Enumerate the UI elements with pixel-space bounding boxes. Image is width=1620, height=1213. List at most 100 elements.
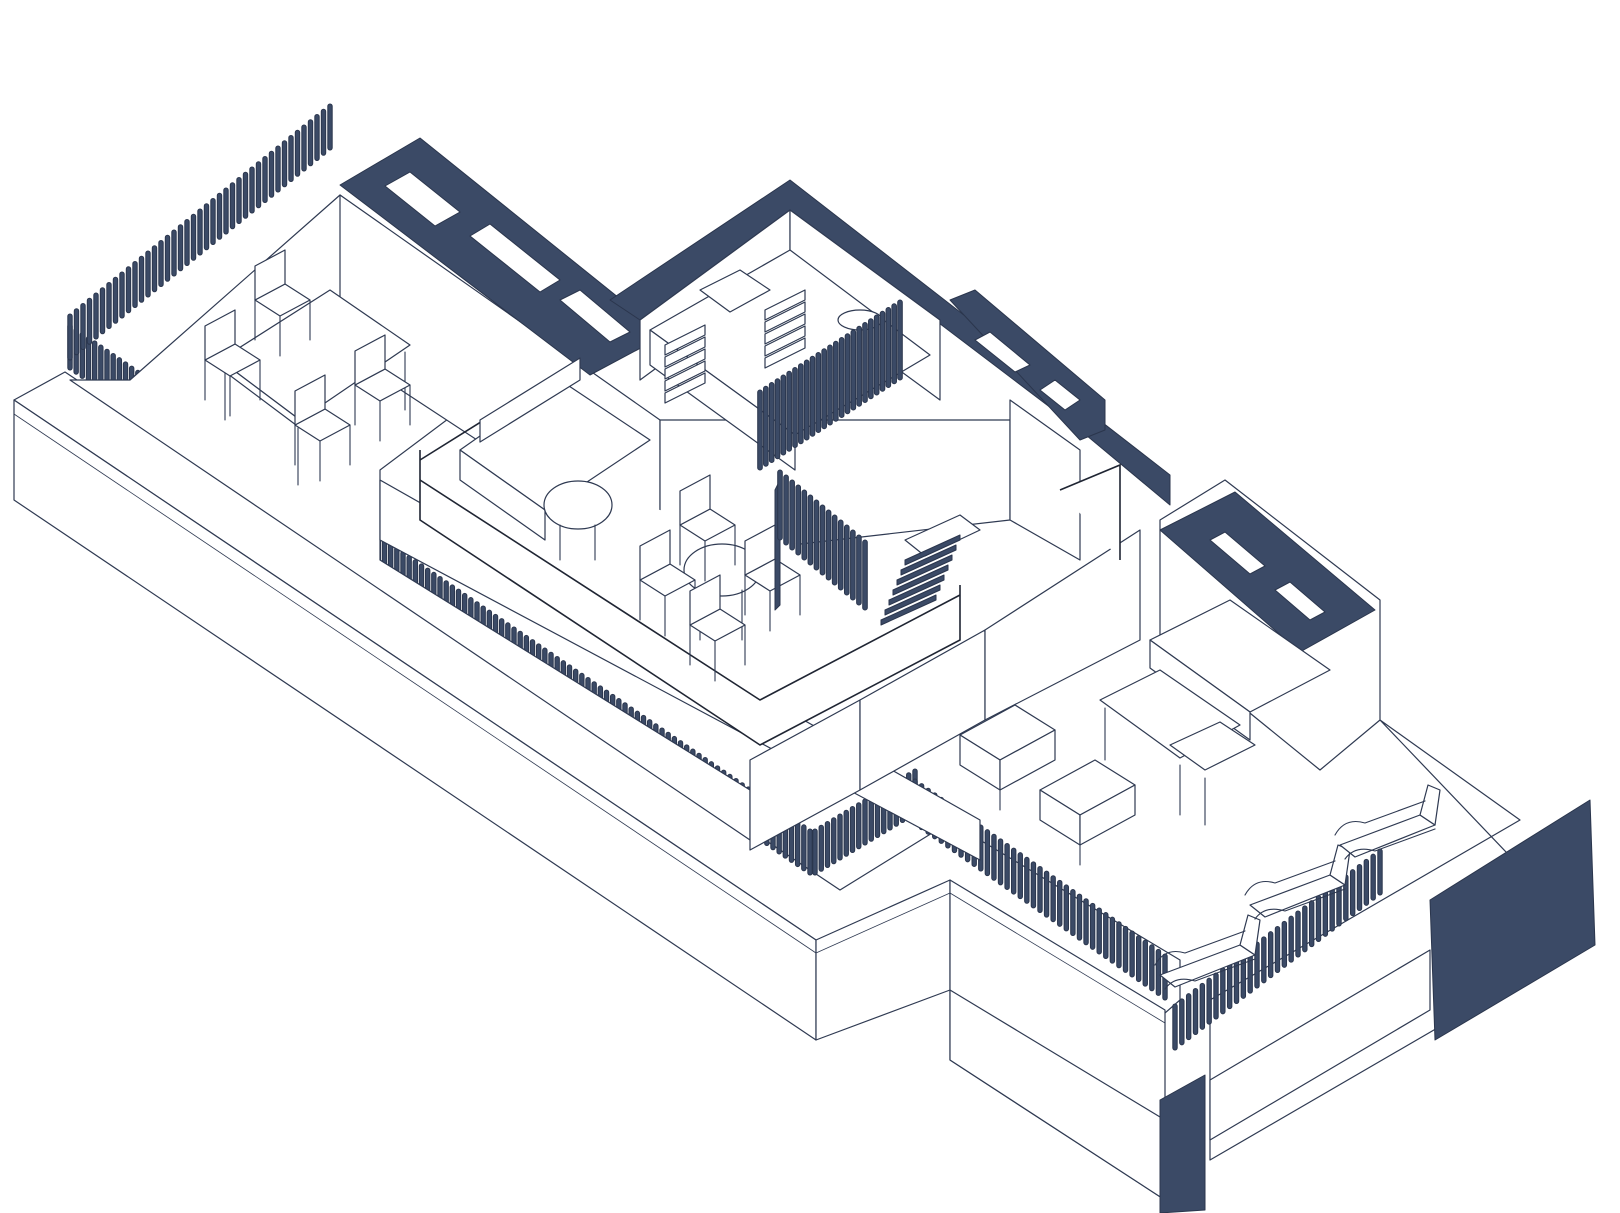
fence-picket [984,829,991,877]
fence-picket [249,166,255,214]
stair-step [896,554,953,586]
fence-picket [119,271,125,319]
stair-landing [904,514,981,557]
sink [699,269,771,313]
dining-chair-back [294,374,326,426]
side-table [543,480,613,530]
lounger-arm [1344,828,1436,860]
round-tables [543,474,801,682]
drawer [764,289,806,321]
fence-picket [803,359,810,441]
room-wall-right [1009,399,1081,561]
fence-picket [827,344,833,426]
stair-step [888,574,945,606]
fence-picket [801,824,807,872]
slab-ledge-line-3 [949,892,1166,1024]
fence-picket [897,299,903,381]
fence-picket [792,367,798,448]
cafe-chairs [639,474,801,682]
drawer [664,360,706,392]
fence-picket [125,266,132,314]
coffee-table-2 [1169,721,1256,771]
lounger-arm [1154,930,1246,966]
fence-picket [203,203,210,251]
fence-picket [1103,912,1109,960]
fence-picket [1192,988,1199,1035]
fence-picket [850,329,857,411]
fence-picket [106,282,112,329]
fence-picket [774,378,781,460]
fence-picket [1185,993,1192,1041]
privacy-screens [774,479,1596,1213]
fence-picket [815,352,822,433]
fence-picket [1179,998,1185,1046]
drawer [764,301,806,333]
lounger-arm [1254,888,1346,920]
fence-picket [1063,884,1070,932]
armchair-side [999,729,1056,791]
fence-picket [991,833,997,881]
stair-step [900,544,957,576]
lounge-armchairs [959,704,1136,866]
fence-picket [294,129,301,177]
fence-picket [798,363,804,445]
fence-picket [1070,889,1076,937]
fence-picket [1116,921,1122,969]
fence-picket [151,245,158,293]
fence-picket [1349,869,1356,917]
fence-picket [1135,935,1142,983]
skylight-4 [974,331,1031,373]
fence-picket [813,499,820,571]
fence-picket [885,307,892,388]
fence-picket [862,798,868,846]
fence-picket [1267,931,1274,979]
fence-picket [1288,915,1294,963]
fence-picket [786,370,792,452]
fence-picket [327,103,333,151]
fence-picket [301,124,307,172]
fence-picket [1315,895,1322,942]
fence-picket [807,494,814,566]
fence-picket [262,156,268,203]
fence-picket [1206,977,1212,1025]
cafe-chair-back [679,474,711,526]
sun-loungers [1154,784,1441,990]
drawer [764,313,806,345]
fence-picket [777,469,783,541]
cafe-chair-back [689,574,721,626]
fence-picket [268,150,275,198]
stair-step [904,534,961,566]
fence-picket [768,382,775,463]
fence-picket [868,318,874,400]
fence-picket [190,213,197,261]
fence-picket [1010,847,1017,895]
privacy-screen-east [1429,799,1596,1041]
fence-picket [850,529,856,601]
staircase [880,514,981,626]
fence-picket [73,308,80,356]
lounger-arm [1164,958,1256,990]
perimeter-fence-north [67,103,333,361]
lounger-arm [1244,860,1336,896]
fence-picket [307,119,314,167]
fence-picket [210,198,216,245]
fence-picket [997,838,1004,886]
fence-picket [838,337,845,418]
skylight-6 [1209,531,1266,575]
fence-picket [801,489,808,561]
fence-picket [242,171,249,219]
fence-picket [856,325,862,407]
fence-picket [99,287,106,335]
fence-picket [873,314,880,396]
fence-picket [1172,1003,1178,1051]
stair-step [892,564,949,596]
fence-picket [862,322,868,403]
fence-picket [1281,920,1288,968]
fence-picket [763,385,769,467]
fence-picket [67,313,73,361]
fence-picket [1226,962,1233,1010]
fence-picket [177,224,184,272]
armchair-side [1079,784,1136,846]
fence-picket [236,177,242,224]
fence-picket [1377,848,1383,896]
